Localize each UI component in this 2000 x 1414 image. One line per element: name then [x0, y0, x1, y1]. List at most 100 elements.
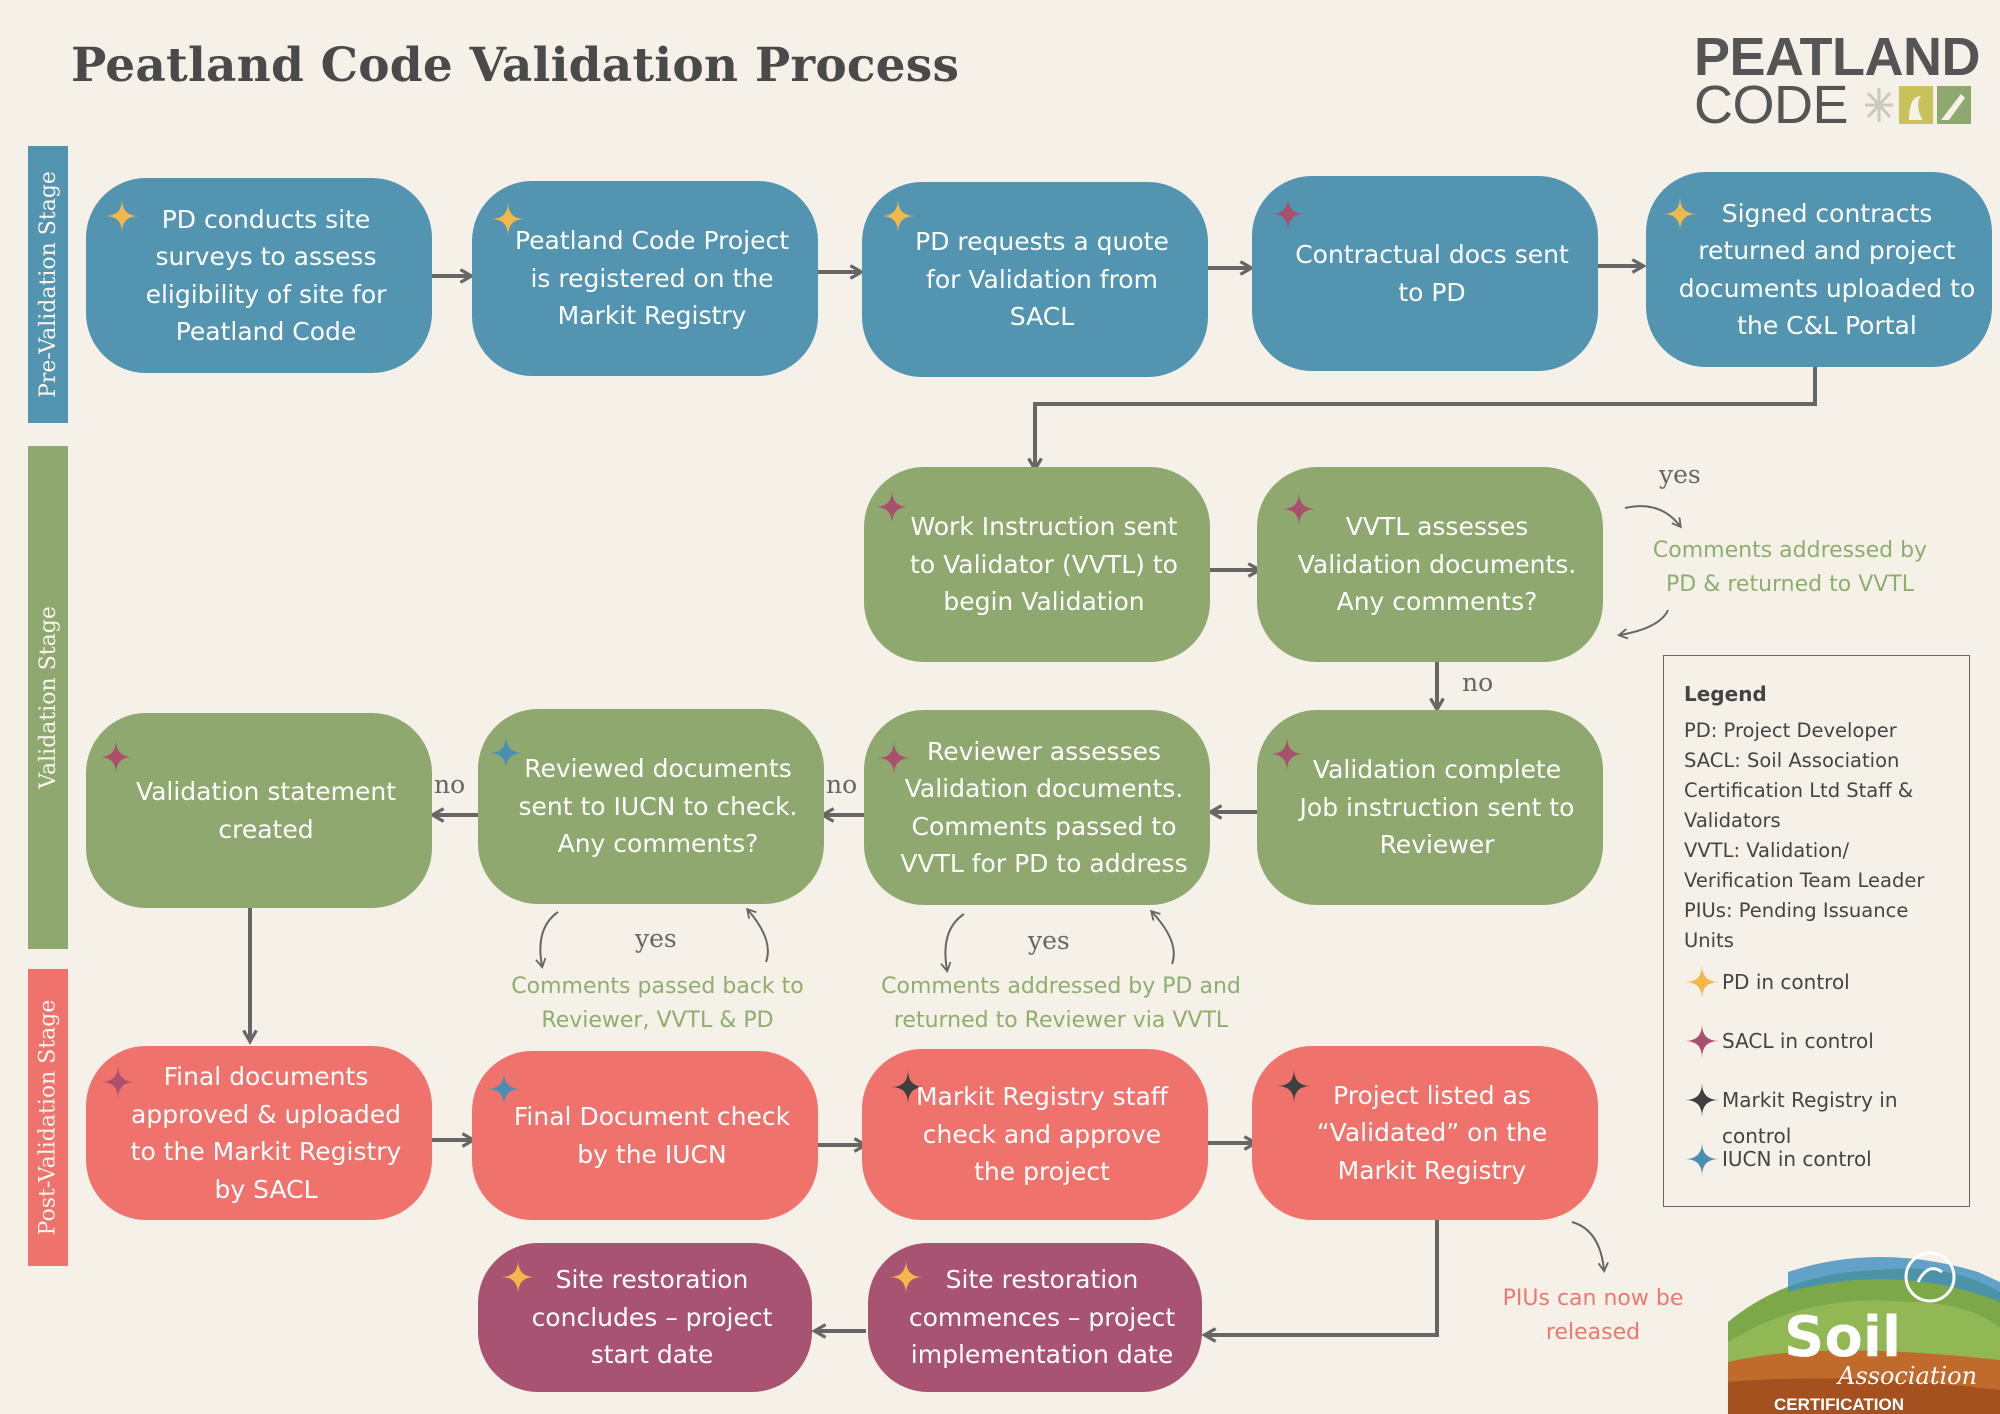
legend-definition: VVTL: Validation/ Verification Team Lead… — [1684, 839, 1925, 892]
step-text: PD conducts site surveys to assess eligi… — [145, 204, 387, 347]
step-text: Reviewer assesses Validation documents. … — [900, 736, 1188, 879]
sacl-control-star-icon — [1685, 1024, 1719, 1058]
step-text: Project listed as “Validated” on the Mar… — [1316, 1080, 1548, 1185]
validation-stage-bar: Validation Stage — [28, 446, 68, 949]
legend-item-label: Markit Registry in control — [1722, 1088, 1898, 1148]
step-vvtl-assesses: VVTL assesses Validation documents. Any … — [1257, 467, 1603, 662]
sacl-control-star-icon — [875, 490, 909, 524]
loop-arrow-return-mid — [1149, 909, 1175, 965]
step-text: Validation complete Job instruction sent… — [1299, 755, 1575, 860]
legend-item-pd: PD in control — [1684, 964, 1961, 1023]
step-project-registered: Peatland Code Project is registered on t… — [472, 181, 818, 376]
note-comments-returned-reviewer: Comments addressed by PD and returned to… — [881, 974, 1241, 1034]
step-validation-complete: Validation complete Job instruction sent… — [1257, 710, 1603, 905]
logo-emblem-icon — [1865, 86, 1971, 124]
step-work-instruction: Work Instruction sent to Validator (VVTL… — [864, 467, 1210, 662]
soil-association-logo: Soil Association CERTIFICATION — [1728, 1251, 2000, 1414]
step-reviewer-assesses: Reviewer assesses Validation documents. … — [864, 710, 1210, 905]
legend: Legend PD: Project Developer SACL: Soil … — [1663, 655, 1970, 1207]
note-comments-addressed: Comments addressed by PD & returned to V… — [1652, 538, 1928, 598]
step-markit-approve: Markit Registry staff check and approve … — [862, 1049, 1208, 1220]
legend-definition: PD: Project Developer — [1684, 719, 1897, 742]
step-project-listed: Project listed as “Validated” on the Mar… — [1252, 1046, 1598, 1220]
step-text: VVTL assesses Validation documents. Any … — [1297, 512, 1577, 617]
loop-arrow-yes-mid — [940, 913, 965, 973]
no-label: no — [826, 770, 858, 799]
step-text: PD requests a quote for Validation from … — [915, 227, 1169, 332]
pd-control-star-icon — [1663, 197, 1697, 231]
no-label: no — [1462, 668, 1494, 697]
legend-definition: SACL: Soil Association Certification Ltd… — [1684, 749, 1914, 832]
legend-item-markit: Markit Registry in control — [1684, 1082, 1961, 1148]
soil-logo-sub: Association — [1836, 1362, 1977, 1390]
legend-item-label: IUCN in control — [1722, 1147, 1872, 1171]
loop-arrow-return-left — [746, 907, 769, 963]
yes-label: yes — [1028, 926, 1070, 955]
pd-control-star-icon — [491, 202, 525, 236]
sacl-control-star-icon — [99, 740, 133, 774]
pd-control-star-icon — [1685, 965, 1719, 999]
step-text: Markit Registry staff check and approve … — [915, 1082, 1168, 1187]
loop-arrow-yes-top — [1624, 505, 1682, 529]
soil-logo-word: Soil — [1784, 1305, 1901, 1370]
step-signed-contracts: Signed contracts returned and project do… — [1646, 172, 1992, 367]
sacl-control-star-icon — [1271, 197, 1305, 231]
pd-control-star-icon — [501, 1260, 535, 1294]
loop-arrow-return-top — [1617, 609, 1669, 640]
no-label: no — [434, 770, 466, 799]
post-validation-stage-bar: Post-Validation Stage — [28, 969, 68, 1266]
sacl-control-star-icon — [877, 741, 911, 775]
note-comments-passed-back: Comments passed back to Reviewer, VVTL &… — [511, 974, 804, 1034]
sacl-control-star-icon — [1282, 492, 1316, 526]
step-restoration-commences: Site restoration commences – project imp… — [868, 1243, 1202, 1392]
step-text: Validation statement created — [135, 777, 397, 844]
pre-validation-stage-bar: Pre-Validation Stage — [28, 146, 68, 423]
legend-item-label: PD in control — [1722, 970, 1850, 994]
logo-line-1: PEATLAND — [1694, 27, 1981, 87]
note-pius-released: PIUs can now be released — [1502, 1286, 1684, 1346]
step-validation-statement: Validation statement created — [86, 713, 432, 908]
yes-label: yes — [1659, 460, 1701, 489]
step-text: Site restoration concludes – project sta… — [531, 1265, 773, 1370]
arrow-b5-b6 — [1027, 366, 1817, 473]
step-restoration-concludes: Site restoration concludes – project sta… — [478, 1243, 812, 1392]
markit-control-star-icon — [1685, 1083, 1719, 1117]
pd-control-star-icon — [105, 199, 139, 233]
markit-control-star-icon — [1277, 1069, 1311, 1103]
step-text: Reviewed documents sent to IUCN to check… — [518, 754, 798, 859]
peatland-code-logo: PEATLAND CODE — [1694, 30, 1981, 135]
step-text: Site restoration commences – project imp… — [908, 1265, 1176, 1370]
step-text: Work Instruction sent to Validator (VVTL… — [910, 512, 1178, 617]
soil-logo-cert: CERTIFICATION — [1774, 1395, 1904, 1414]
loop-arrow-yes-left — [535, 911, 559, 969]
legend-definition: PIUs: Pending Issuance Units — [1684, 899, 1909, 952]
iucn-control-star-icon — [487, 1072, 521, 1106]
step-text: Signed contracts returned and project do… — [1678, 198, 1976, 341]
step-site-surveys: PD conducts site surveys to assess eligi… — [86, 178, 432, 373]
legend-item-label: SACL in control — [1722, 1029, 1874, 1053]
legend-item-sacl: SACL in control — [1684, 1023, 1961, 1082]
arrow-b15-b16 — [1201, 1220, 1439, 1343]
step-text: Contractual docs sent to PD — [1295, 240, 1569, 307]
iucn-control-star-icon — [1685, 1142, 1719, 1176]
sacl-control-star-icon — [101, 1065, 135, 1099]
pd-control-star-icon — [889, 1260, 923, 1294]
page-title: Peatland Code Validation Process — [71, 38, 960, 93]
piu-arrow — [1571, 1221, 1609, 1273]
legend-item-iucn: IUCN in control — [1684, 1141, 1961, 1200]
logo-line-2: CODE — [1694, 75, 1849, 135]
step-text: Final documents approved & uploaded to t… — [130, 1062, 402, 1204]
step-iucn-review: Reviewed documents sent to IUCN to check… — [478, 709, 824, 904]
step-final-iucn-check: Final Document check by the IUCN — [472, 1051, 818, 1220]
legend-title: Legend — [1684, 682, 1767, 706]
step-request-quote: PD requests a quote for Validation from … — [862, 182, 1208, 377]
step-contractual-docs: Contractual docs sent to PD — [1252, 176, 1598, 371]
step-text: Final Document check by the IUCN — [513, 1102, 791, 1169]
iucn-control-star-icon — [489, 736, 523, 770]
step-final-documents: Final documents approved & uploaded to t… — [86, 1046, 432, 1220]
markit-control-star-icon — [891, 1070, 925, 1104]
sacl-control-star-icon — [1270, 737, 1304, 771]
step-text: Peatland Code Project is registered on t… — [514, 226, 790, 331]
pd-control-star-icon — [881, 199, 915, 233]
